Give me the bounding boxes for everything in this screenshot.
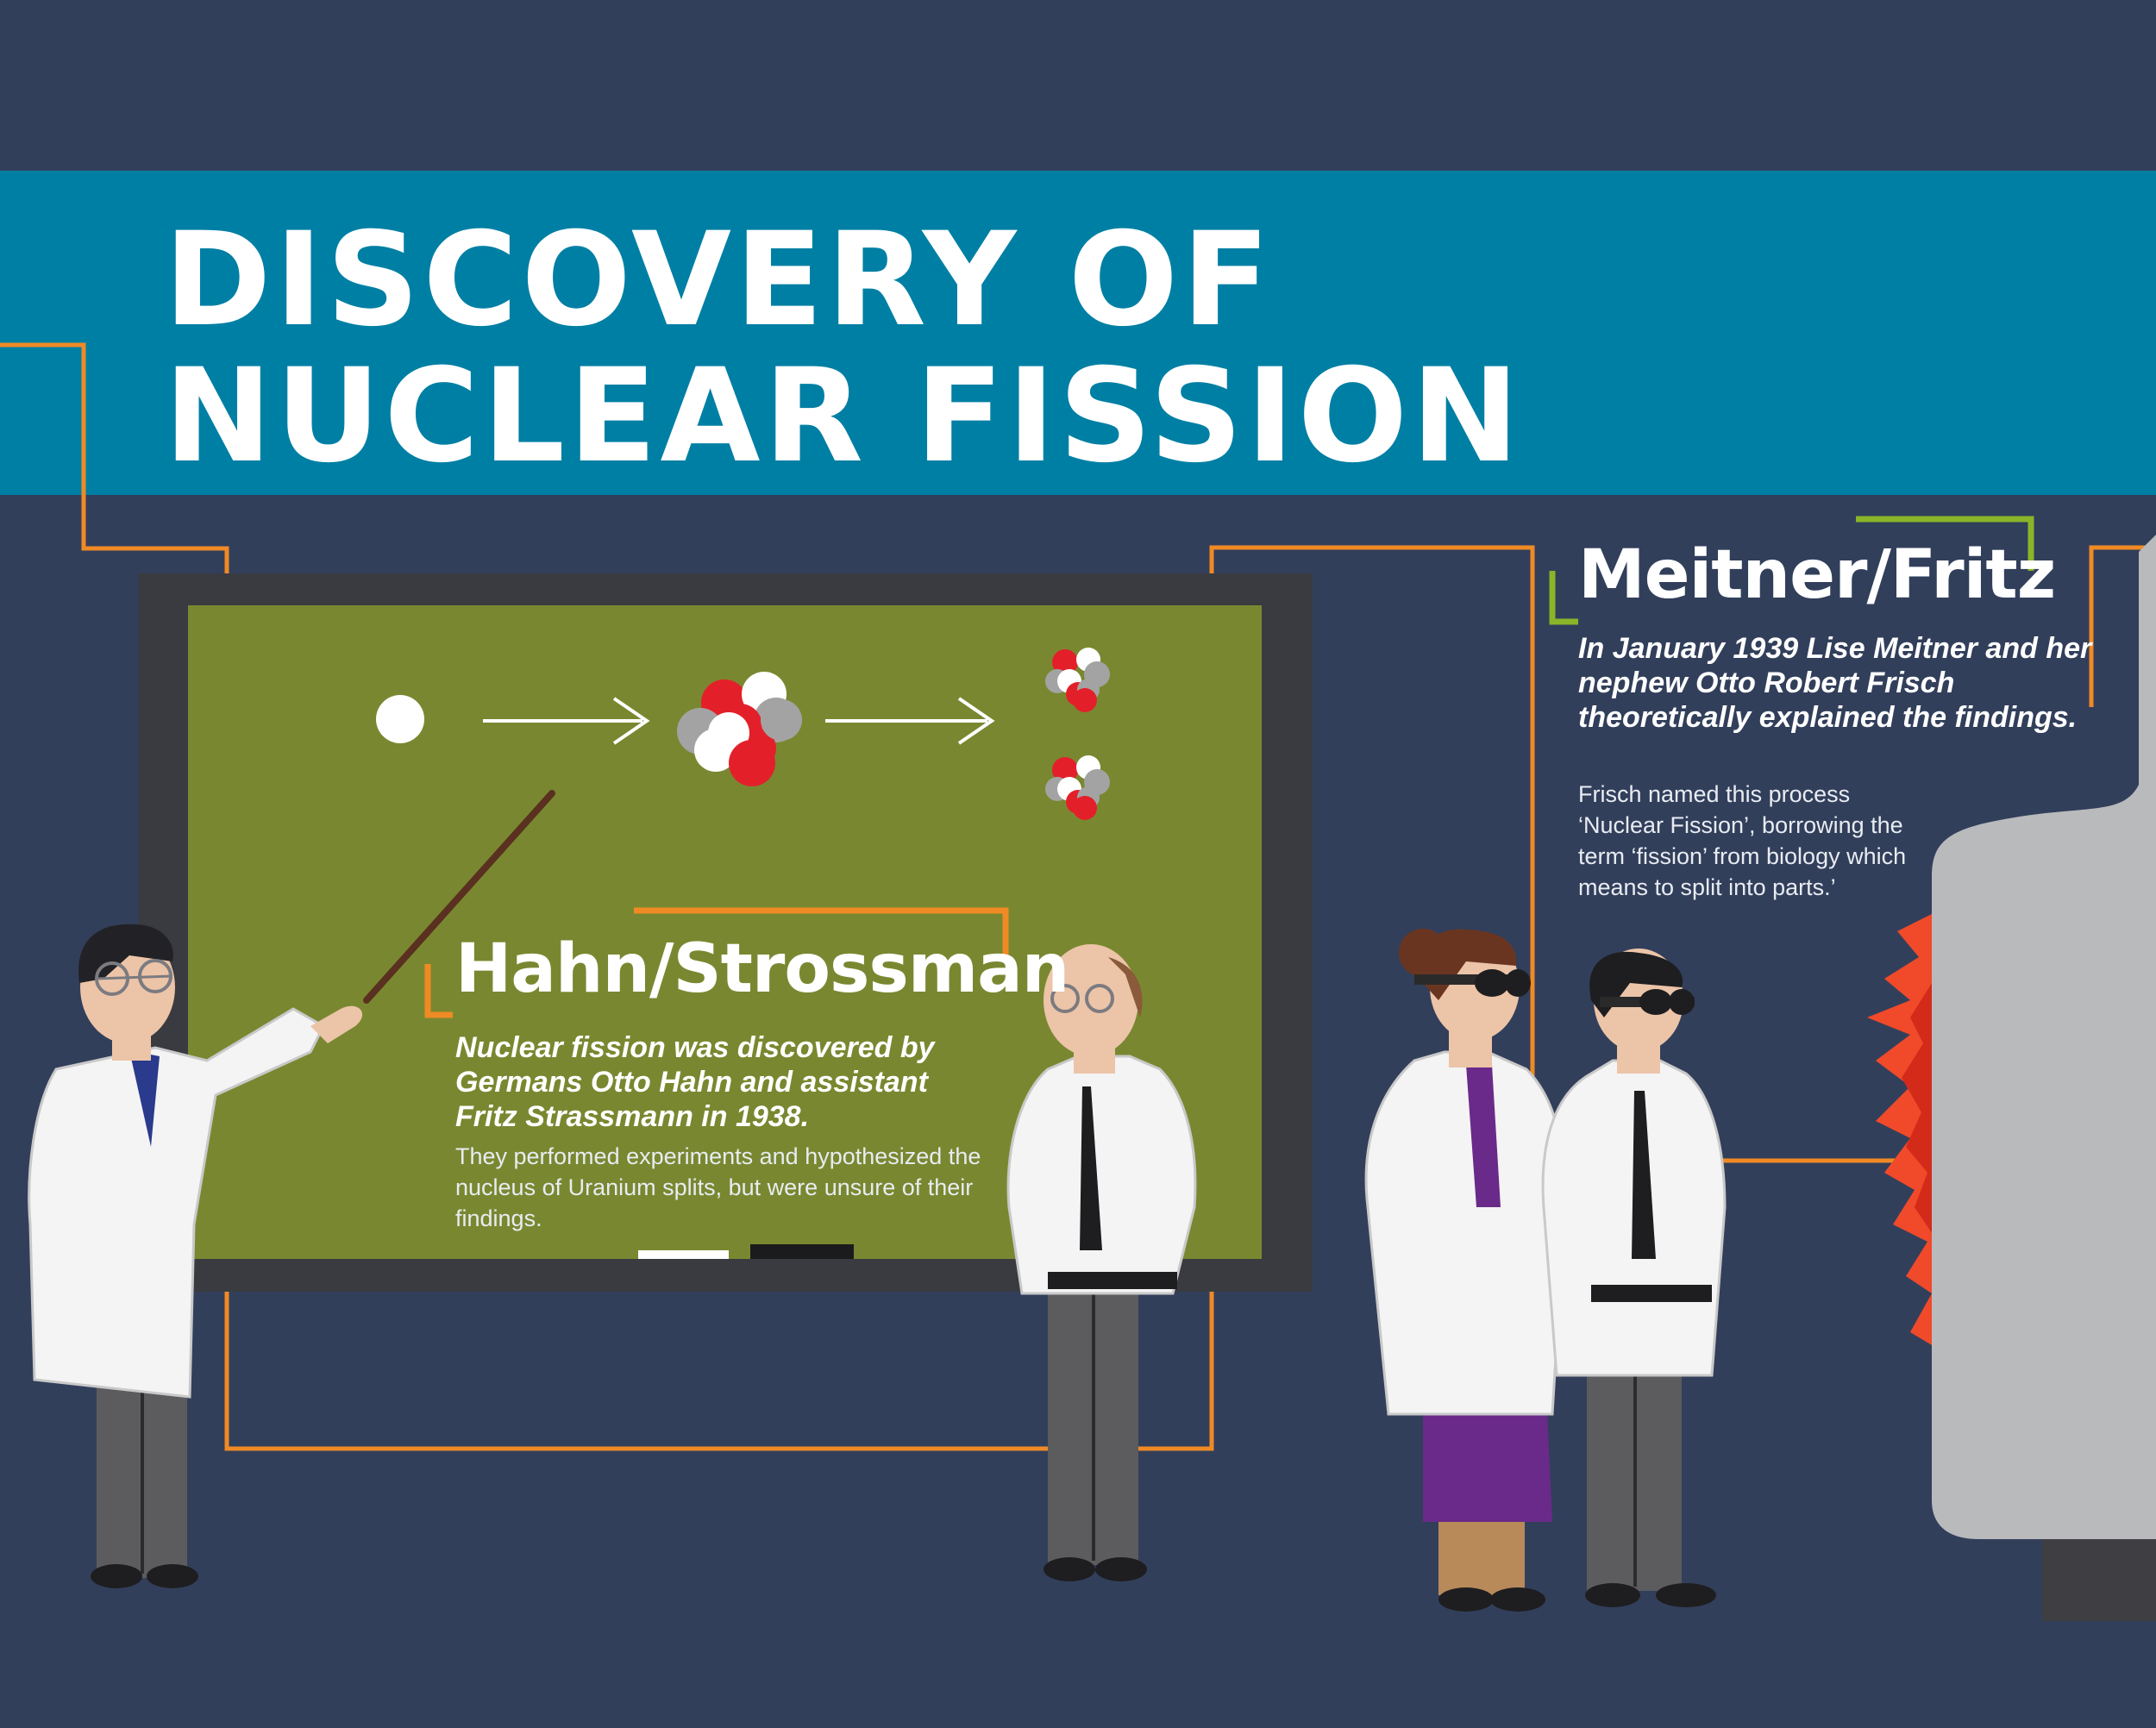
meitner-heading-bracket: [1549, 516, 2034, 625]
fragment-nucleus-icon: [1045, 755, 1110, 820]
scientist-pointing: [28, 790, 555, 1588]
scientist-goggles: [1541, 949, 1727, 1607]
reactor-machine-icon: [1867, 535, 2156, 1621]
meitner-fritz-lead: In January 1939 Lise Meitner and her nep…: [1578, 632, 2092, 734]
neutron-icon: [376, 695, 424, 743]
hahn-strossman-lead: Nuclear fission was discovered by German…: [455, 1031, 935, 1133]
page-title-line2: NUCLEAR FISSION: [164, 341, 1523, 491]
eraser: [750, 1244, 854, 1259]
meitner-fritz-heading: Meitner/Fritz: [1578, 536, 2056, 614]
chalk: [638, 1250, 729, 1259]
meitner-fritz-body: Frisch named this process ‘Nuclear Fissi…: [1578, 781, 1907, 900]
arrow-icon: [483, 697, 650, 745]
title-band: [0, 171, 2156, 495]
fragment-nucleus-icon: [1045, 648, 1110, 712]
uranium-nucleus-icon: [677, 672, 802, 786]
page-title-line1: DISCOVERY OF: [164, 205, 1274, 355]
hahn-strossman-body: They performed experiments and hypothesi…: [455, 1143, 981, 1231]
pointer-stick: [363, 790, 555, 1004]
hahn-heading-bracket: [424, 907, 1009, 1018]
scientist-bald: [1006, 944, 1197, 1581]
scientist-woman: [1364, 929, 1567, 1612]
arrow-icon: [825, 697, 995, 745]
hahn-strossman-heading: Hahn/Strossman: [455, 930, 1069, 1008]
